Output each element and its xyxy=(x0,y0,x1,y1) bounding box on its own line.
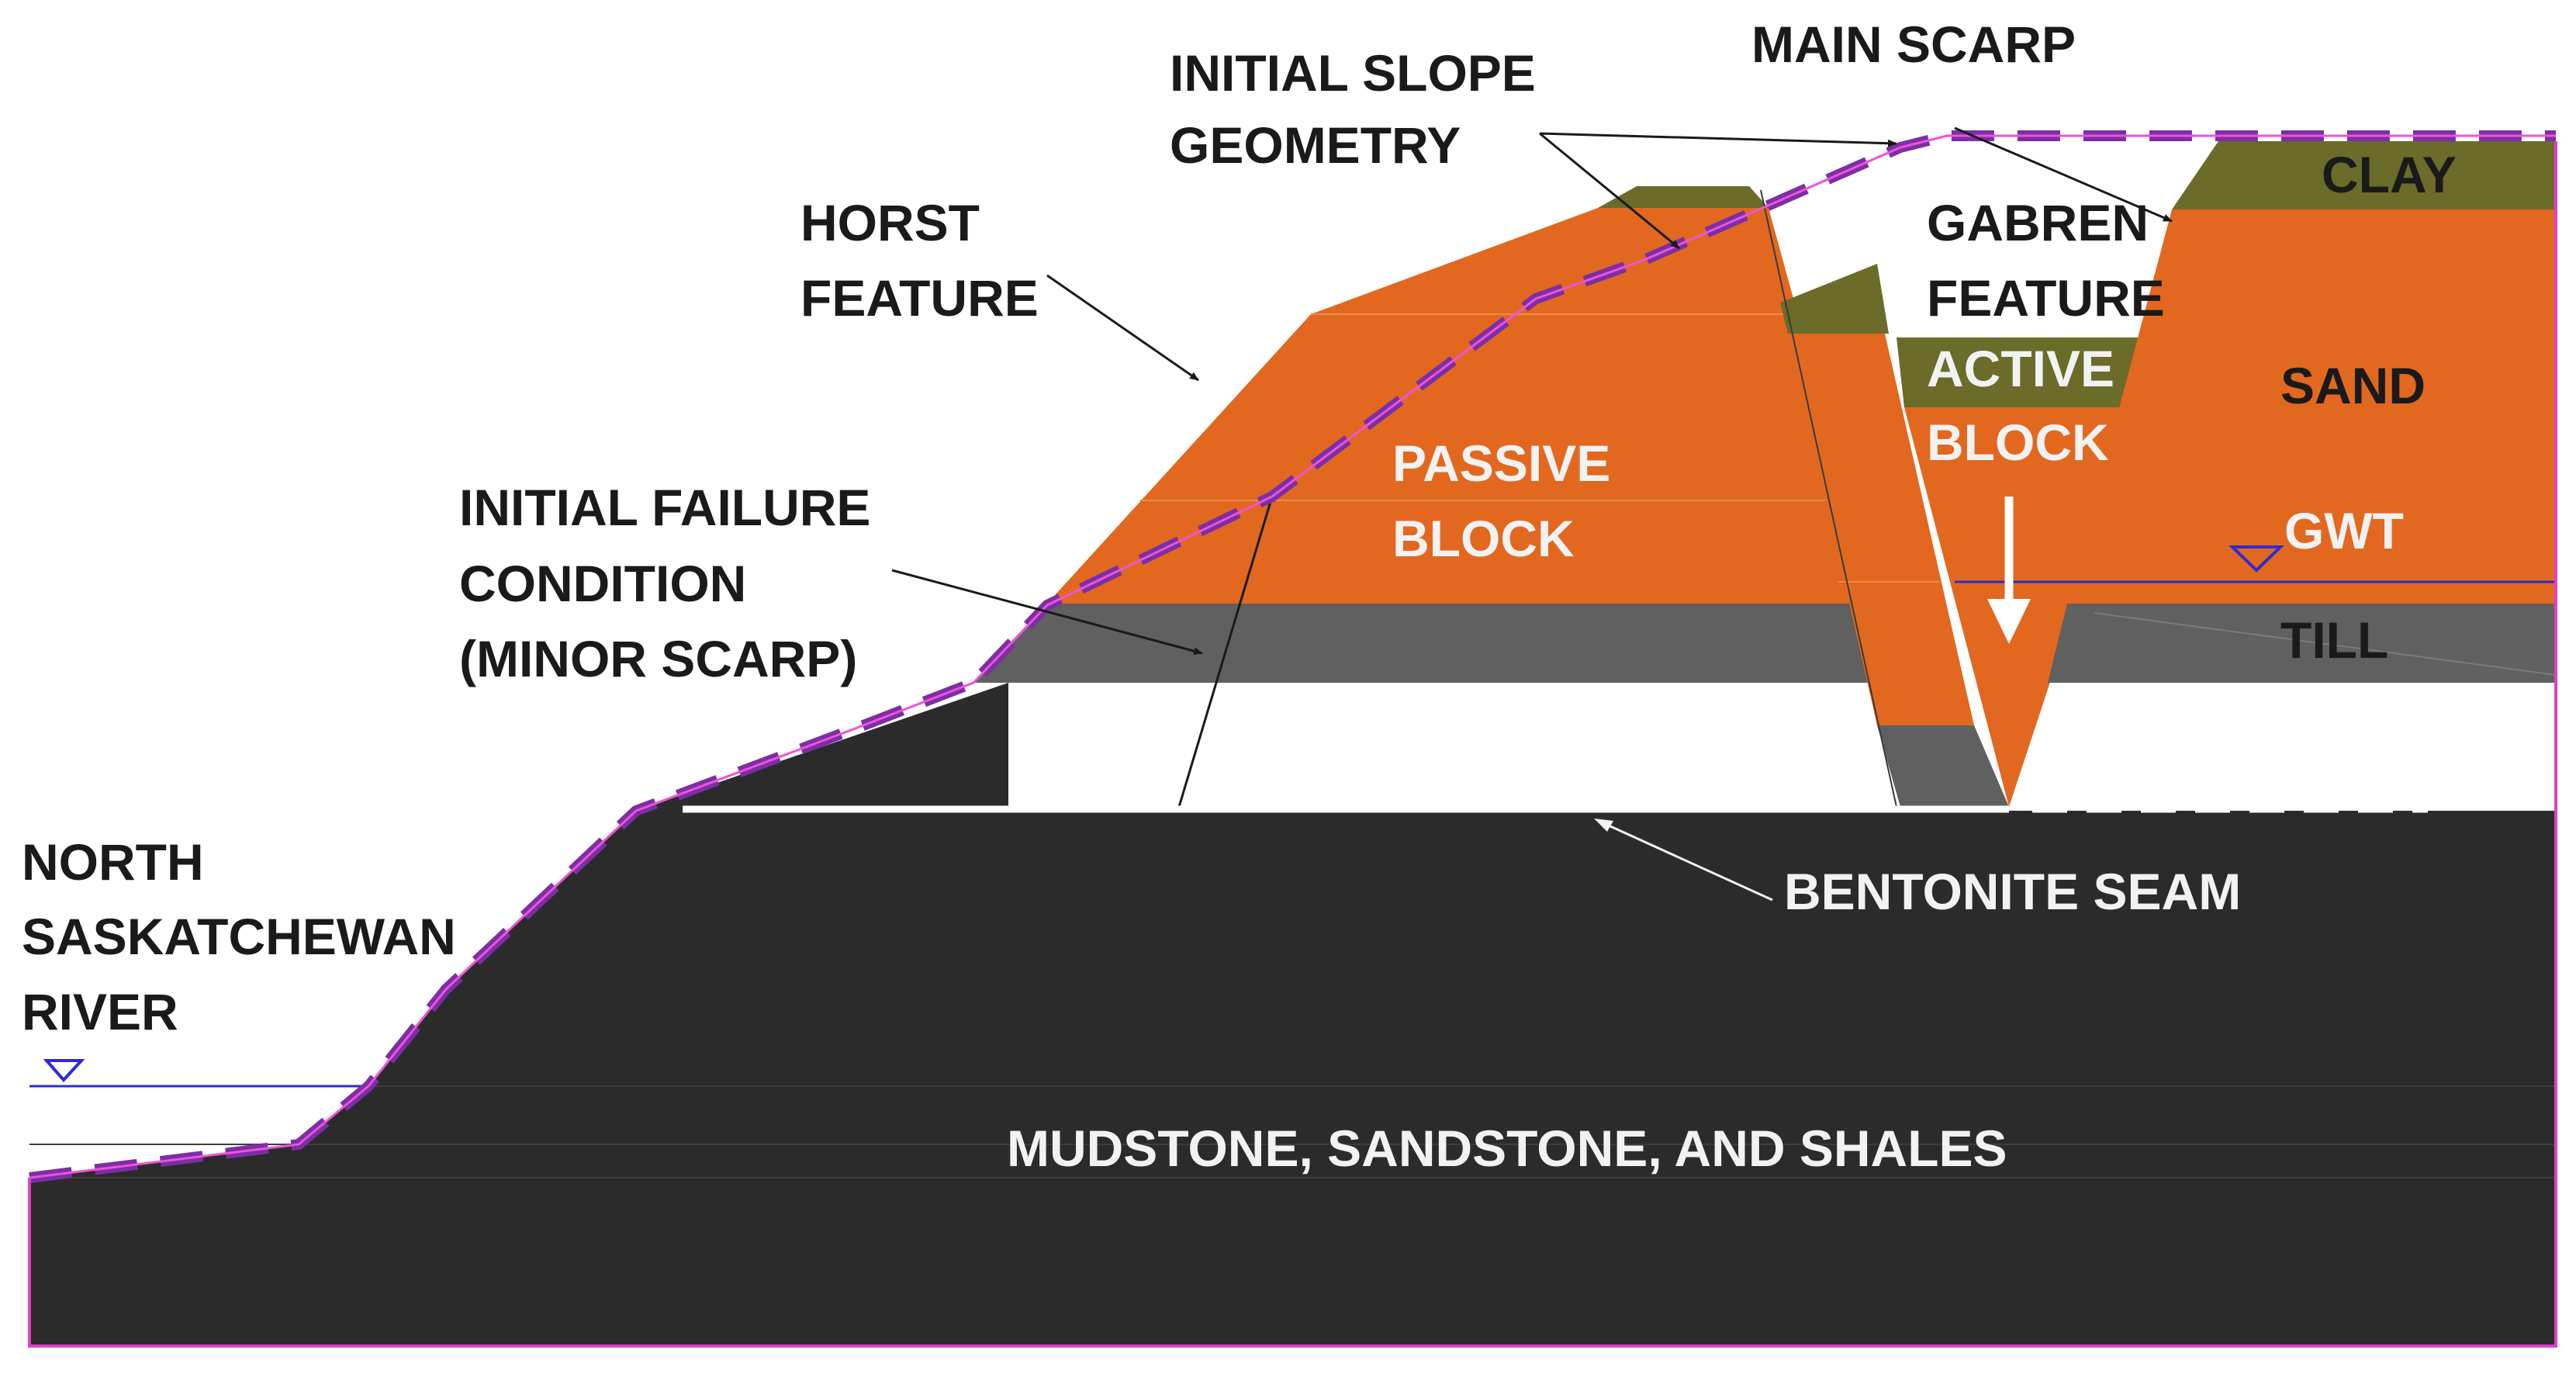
till-bedding-line xyxy=(2094,612,2557,676)
initial-failure-label: CONDITION xyxy=(459,555,746,612)
horst-feature-label: FEATURE xyxy=(800,269,1039,327)
initial-slope-geometry-label: GEOMETRY xyxy=(1170,116,1461,174)
sliver-block-sand xyxy=(1788,334,1974,725)
bentonite-seam-label: BENTONITE SEAM xyxy=(1784,863,2241,920)
initial-slope-geometry-label: INITIAL SLOPE xyxy=(1170,44,1536,102)
river-label: NORTH xyxy=(22,833,204,891)
gabren-feature-label: FEATURE xyxy=(1927,269,2165,327)
sliver-block-clay xyxy=(1780,264,1889,334)
initial-slope-geometry-core xyxy=(29,134,2556,1179)
diagram-frame xyxy=(28,141,2557,1348)
passive-block-clay xyxy=(1598,186,1769,208)
passive-block-label: BLOCK xyxy=(1392,510,1575,567)
leader-line xyxy=(891,569,1203,655)
bedrock-label: MUDSTONE, SANDSTONE, AND SHALES xyxy=(1007,1120,2007,1177)
passive-block-till xyxy=(973,604,1885,683)
main-scarp-label: MAIN SCARP xyxy=(1751,16,2076,73)
active-block-label: ACTIVE xyxy=(1927,340,2114,397)
right-ground-clay xyxy=(2172,141,2556,209)
leader-line xyxy=(1539,132,1680,250)
leader-line xyxy=(1601,821,1773,902)
right-ground-sand xyxy=(2067,209,2556,604)
leader-arrowhead xyxy=(1594,819,1613,832)
leader-line xyxy=(1954,126,2173,223)
passive-block-label: PASSIVE xyxy=(1392,434,1610,492)
sliver-block-till xyxy=(1877,725,2009,807)
initial-failure-label: (MINOR SCARP) xyxy=(459,630,857,687)
river-label: SASKATCHEWAN xyxy=(22,908,456,965)
sand-label: SAND xyxy=(2280,357,2426,414)
till-label: TILL xyxy=(2280,611,2388,669)
minor-scarp-fault-line xyxy=(1177,496,1274,808)
river-label: RIVER xyxy=(22,983,178,1040)
passive-block-movement-arrow xyxy=(1373,722,1648,771)
active-block-movement-arrow xyxy=(1987,497,2031,644)
river-water-symbol xyxy=(43,1059,85,1082)
gwt-water-symbol xyxy=(2228,545,2284,573)
horst-feature-label: HORST xyxy=(800,194,980,251)
clay-label: CLAY xyxy=(2322,146,2457,203)
initial-failure-label: INITIAL FAILURE xyxy=(459,479,870,536)
bedrock-layer xyxy=(29,683,2556,1346)
active-block-label: BLOCK xyxy=(1927,414,2109,471)
active-block-clay xyxy=(1897,337,2152,407)
leader-line xyxy=(1046,274,1199,382)
gwt-label: GWT xyxy=(2284,502,2404,559)
gabren-feature-label: GABREN xyxy=(1927,194,2149,251)
leader-line xyxy=(1539,132,1897,147)
graben-fault-line xyxy=(1760,189,1897,808)
